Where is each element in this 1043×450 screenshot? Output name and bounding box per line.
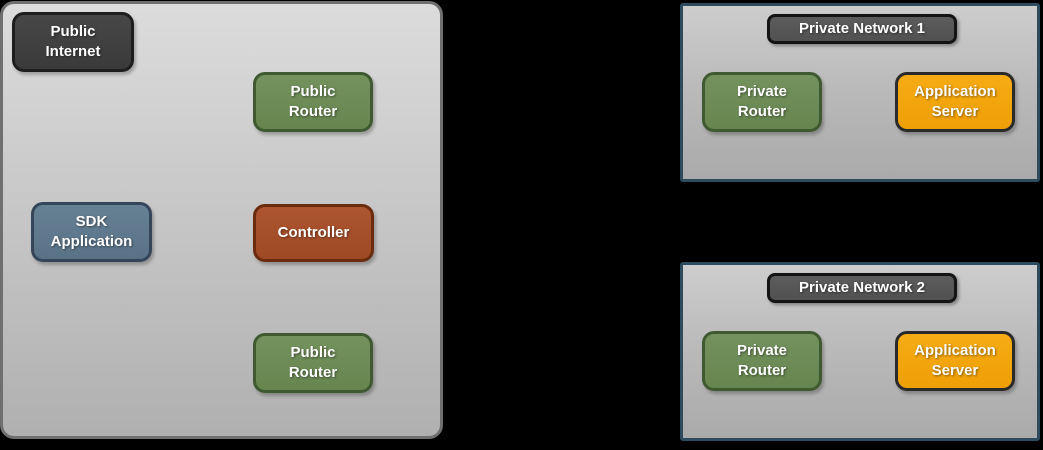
private-network-1-title: Private Network 1 [767, 14, 957, 44]
public-router-top-node: Public Router [253, 72, 373, 132]
private-network-2-private-router-node: Private Router [702, 331, 822, 391]
private-network-1-private-router-node: Private Router [702, 72, 822, 132]
private-network-2-title: Private Network 2 [767, 273, 957, 303]
public-zone: Public Internet Public Router SDK Applic… [0, 1, 443, 439]
private-network-2-zone: Private Network 2 Private Router Applica… [680, 262, 1040, 441]
private-network-1-application-server-node: Application Server [895, 72, 1015, 132]
sdk-application-node: SDK Application [31, 202, 152, 262]
private-network-1-zone: Private Network 1 Private Router Applica… [680, 3, 1040, 182]
controller-node: Controller [253, 204, 374, 262]
public-router-bottom-node: Public Router [253, 333, 373, 393]
public-internet-node: Public Internet [12, 12, 134, 72]
private-network-2-application-server-node: Application Server [895, 331, 1015, 391]
